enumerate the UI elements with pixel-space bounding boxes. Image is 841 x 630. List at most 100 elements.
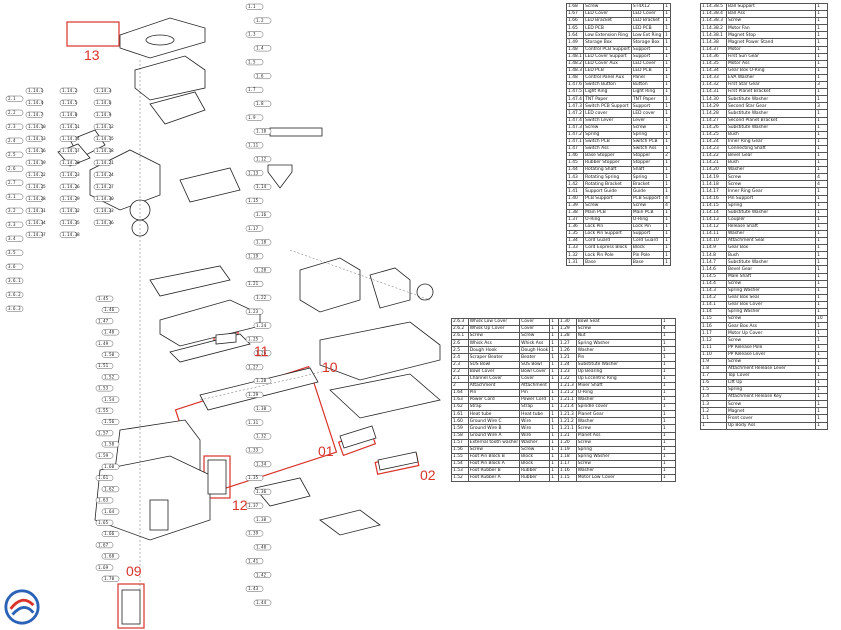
part-name-cn-cell: Dough Hook xyxy=(519,346,551,355)
part-label-bubble xyxy=(93,123,112,130)
part-name-cn-cell: Whisk Ass xyxy=(519,339,551,348)
part-name-cn-cell: Lever xyxy=(630,116,665,125)
part-label-bubble xyxy=(253,17,272,24)
part-label: 1.47 xyxy=(95,318,114,325)
base-tray-part xyxy=(319,321,441,381)
part-number-cell: 1.47.1 xyxy=(565,137,585,146)
quantity-cell: 1 xyxy=(660,452,677,461)
quantity-cell: 3 xyxy=(815,81,828,90)
part-label-text: 1.14.31 xyxy=(28,208,46,213)
part-label: 1.14.36 xyxy=(93,219,114,226)
part-number-cell: 1.27 xyxy=(557,339,577,348)
quantity-cell: 1 xyxy=(815,88,828,97)
part-number-cell: 1.62 xyxy=(451,403,469,412)
part-label-text: 1.14.9 xyxy=(96,112,112,117)
part-label-bubble xyxy=(5,263,24,270)
part-name-cell: Spring Washer xyxy=(725,308,817,317)
part-name-cell: Foot Pin Block A xyxy=(467,459,521,468)
part-label-text: 1.20 xyxy=(256,267,267,272)
part-name-cell: Washer xyxy=(575,417,662,426)
part-number-cell: 1.7 xyxy=(700,371,727,380)
part-name-cell: Switch Ass xyxy=(583,144,632,153)
part-number-cell: 1.52 xyxy=(451,474,469,483)
part-name-cell: Screw xyxy=(583,201,632,210)
callout-12: 12 xyxy=(232,497,248,513)
part-label: 3.6.1 xyxy=(5,277,24,284)
part-name-cell: Screw xyxy=(467,445,521,454)
part-number-cell: 1.32 xyxy=(565,251,585,260)
part-number-cell: 2.2 xyxy=(451,367,469,376)
part-name-cell: Lock Pin Support xyxy=(583,229,632,239)
quantity-cell: 1 xyxy=(815,371,828,380)
part-label-bubble xyxy=(5,151,24,158)
part-label: 1.20 xyxy=(253,267,272,274)
part-name-cell: Bush xyxy=(725,130,817,139)
part-number-cell: 1.60 xyxy=(451,417,469,426)
part-label-bubble xyxy=(245,253,264,260)
part-label: 1.44 xyxy=(253,599,272,606)
part-name-cell: Bush xyxy=(725,159,817,168)
part-label-bubble xyxy=(25,99,44,106)
quantity-cell: 1 xyxy=(815,229,828,239)
part-name-cell: Spring Washer xyxy=(575,452,662,461)
quantity-cell: 1 xyxy=(549,403,559,412)
quantity-cell: 1 xyxy=(660,332,677,341)
quantity-cell: 1 xyxy=(815,286,828,295)
part-label: 1.30 xyxy=(253,405,272,412)
part-name-cell: LED Cover Aux xyxy=(583,59,632,68)
part-number-cell: 1.14.29 xyxy=(700,102,727,111)
part-number-cell: 1.47.4 xyxy=(565,95,585,104)
part-label: 1.8 xyxy=(253,100,272,107)
part-name-cell: Top Cover xyxy=(725,371,817,380)
part-name-cell: Dough Hook xyxy=(467,346,521,355)
part-label: 1.14.8 xyxy=(59,111,78,118)
part-number-cell: 1 xyxy=(700,421,727,430)
quantity-cell: 1 xyxy=(663,66,671,75)
quantity-cell: 1 xyxy=(663,31,671,40)
part-label: 1.14.30 xyxy=(93,195,114,202)
part-label-bubble xyxy=(245,308,264,315)
part-name-cn-cell: Wire xyxy=(519,417,551,426)
part-name-cell: Rubber Stopper xyxy=(583,159,632,168)
part-name-cn-cell: LED cover xyxy=(630,109,665,118)
part-label-bubble xyxy=(25,207,44,214)
part-label: 1.14.16 xyxy=(25,147,46,154)
quantity-cell: 1 xyxy=(815,414,828,423)
quantity-cell: 1 xyxy=(815,208,828,217)
part-label: 1.6 xyxy=(253,73,272,80)
part-label-bubble xyxy=(93,135,112,142)
quantity-cell: 1 xyxy=(549,459,559,468)
quantity-cell: 4 xyxy=(815,180,828,189)
part-name-cell: Attachment Release Lever xyxy=(725,364,817,373)
quantity-cell: 1 xyxy=(663,2,671,12)
part-label-bubble xyxy=(25,123,44,130)
quantity-cell: 1 xyxy=(549,438,559,447)
motor-part xyxy=(299,257,361,313)
callout-02: 02 xyxy=(420,467,436,483)
part-number-cell: 2.5 xyxy=(451,346,469,355)
part-label-bubble xyxy=(95,564,114,571)
part-name-cn-cell: Switch Ass xyxy=(630,144,665,153)
quantity-cell: 1 xyxy=(815,222,828,232)
part-name-cn-cell: Cord Guard xyxy=(630,237,665,246)
part-number-cell: 1.47.3 xyxy=(565,102,585,111)
part-number-cell: 1.68 xyxy=(565,2,585,12)
part-name-cell: Power Cord xyxy=(467,396,521,405)
quantity-cell: 1 xyxy=(815,130,828,139)
part-label-text: 1.14.21 xyxy=(96,160,114,165)
quantity-cell: 4 xyxy=(815,173,828,182)
part-name-cell: Male Shaft xyxy=(725,272,817,281)
